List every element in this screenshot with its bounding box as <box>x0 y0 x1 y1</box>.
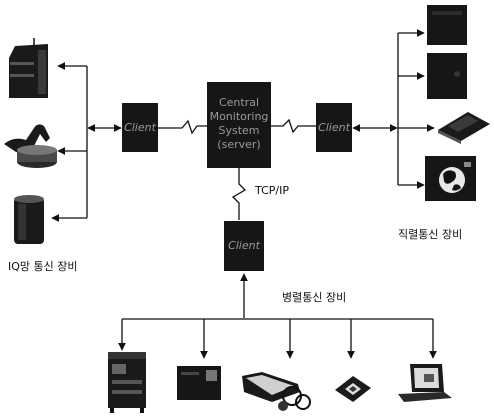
robot-arm-device <box>4 124 57 168</box>
central-line1: Central <box>219 96 259 109</box>
client-right-box: Client <box>316 103 352 152</box>
link-left-to-server <box>158 121 207 133</box>
client-left-box: Client <box>122 103 158 152</box>
server-rack-device <box>9 38 48 98</box>
central-line4: (server) <box>217 138 260 151</box>
central-line2: Monitoring <box>210 110 269 123</box>
right-bus <box>353 33 434 185</box>
panel-unit-2-device <box>427 53 467 99</box>
group-label-right: 직렬통신 장비 <box>398 228 462 241</box>
group-label-bottom: 병렬통신 장비 <box>282 291 346 304</box>
central-server-box: Central Monitoring System (server) <box>207 82 271 168</box>
bottom-bus <box>122 274 433 358</box>
group-label-left: IQ망 통신 장비 <box>8 260 78 273</box>
central-line3: System <box>218 124 259 137</box>
cabinet-device <box>108 352 146 413</box>
client-left-label: Client <box>124 121 157 134</box>
laptop-device <box>398 364 452 402</box>
globe-monitor-device <box>425 156 476 201</box>
panel-unit-1-device <box>427 5 467 45</box>
cylinder-unit-device <box>14 195 44 244</box>
client-bottom-box: Client <box>224 221 264 271</box>
control-panel-device <box>177 366 221 400</box>
link-server-to-bottom <box>233 168 245 220</box>
client-right-label: Client <box>318 121 351 134</box>
left-bus <box>52 66 121 218</box>
reader-device-device <box>242 372 310 411</box>
client-bottom-label: Client <box>228 239 261 252</box>
flat-board-device <box>438 112 490 144</box>
protocol-label: TCP/IP <box>254 184 289 197</box>
card-module-device <box>335 376 371 402</box>
link-server-to-right <box>271 120 316 132</box>
